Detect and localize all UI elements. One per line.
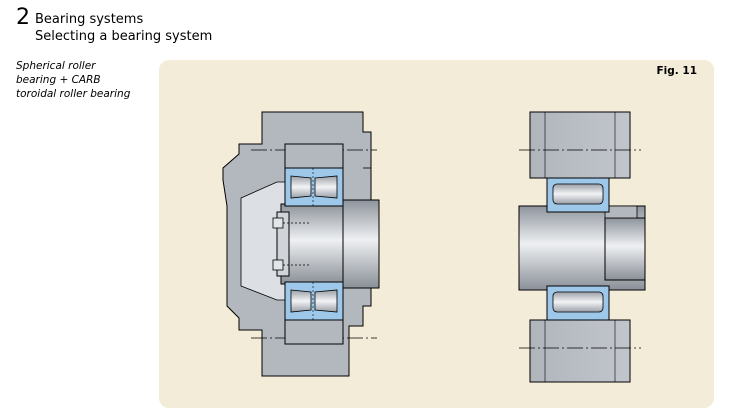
bearing-systems-drawing: [222, 111, 646, 383]
figure-panel: Fig. 11: [159, 60, 714, 408]
right-housing-lower: [529, 319, 631, 383]
figure-label: Fig. 11: [656, 65, 697, 77]
right-upper-bearing: [546, 177, 610, 213]
section-title: Bearing systems: [35, 12, 144, 27]
figure-caption: Spherical roller bearing + CARB toroidal…: [16, 59, 156, 101]
caption-line-1: Spherical roller: [16, 60, 96, 72]
section-subtitle: Selecting a bearing system: [35, 29, 213, 44]
caption-line-2: bearing + CARB: [16, 74, 101, 86]
right-bearing-assembly: [518, 111, 646, 383]
left-end-bolts: [272, 217, 309, 271]
caption-line-3: toroidal roller bearing: [16, 88, 131, 100]
left-bearing-assembly: [222, 111, 380, 377]
chapter-number: 2: [16, 5, 30, 30]
left-lower-bearing: [284, 281, 344, 321]
section-heading: Bearing systems Selecting a bearing syst…: [35, 11, 212, 45]
right-lower-bearing: [546, 285, 610, 321]
left-upper-bearing: [284, 167, 344, 207]
